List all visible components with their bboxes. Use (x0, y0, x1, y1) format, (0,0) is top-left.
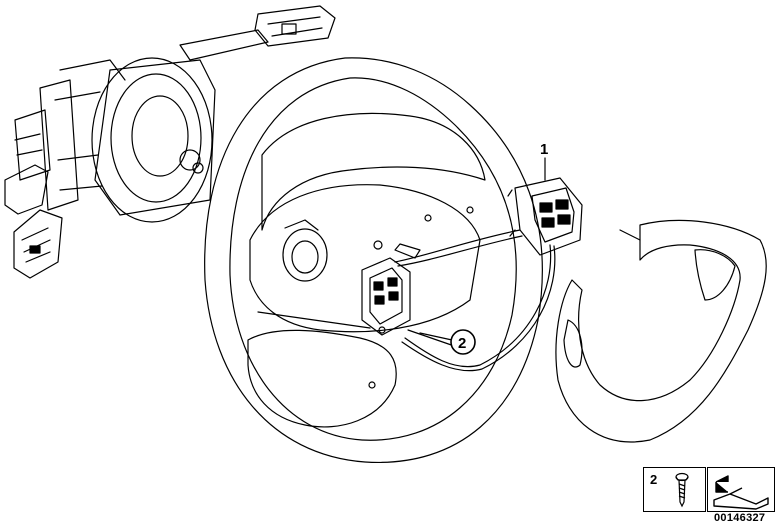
legend-panel-box (707, 467, 775, 512)
steering-column-switch-cluster (4, 5, 336, 279)
legend-screw-box: 2 (643, 467, 706, 512)
trim-panel-icon (713, 475, 769, 510)
callout-label-1: 1 (540, 141, 548, 158)
steering-wheel (204, 57, 543, 464)
legend-screw-number: 2 (650, 472, 658, 487)
callout-label-2: 2 (458, 335, 466, 352)
diagram-id: 00146327 (714, 512, 766, 524)
screw-icon (675, 472, 689, 508)
multifunction-switch-left (361, 257, 411, 336)
multifunction-switch-right (507, 177, 583, 256)
callout-2: 2 (450, 329, 476, 355)
callout-leaders (419, 157, 546, 341)
steering-wheel-trim-cover (555, 219, 767, 443)
